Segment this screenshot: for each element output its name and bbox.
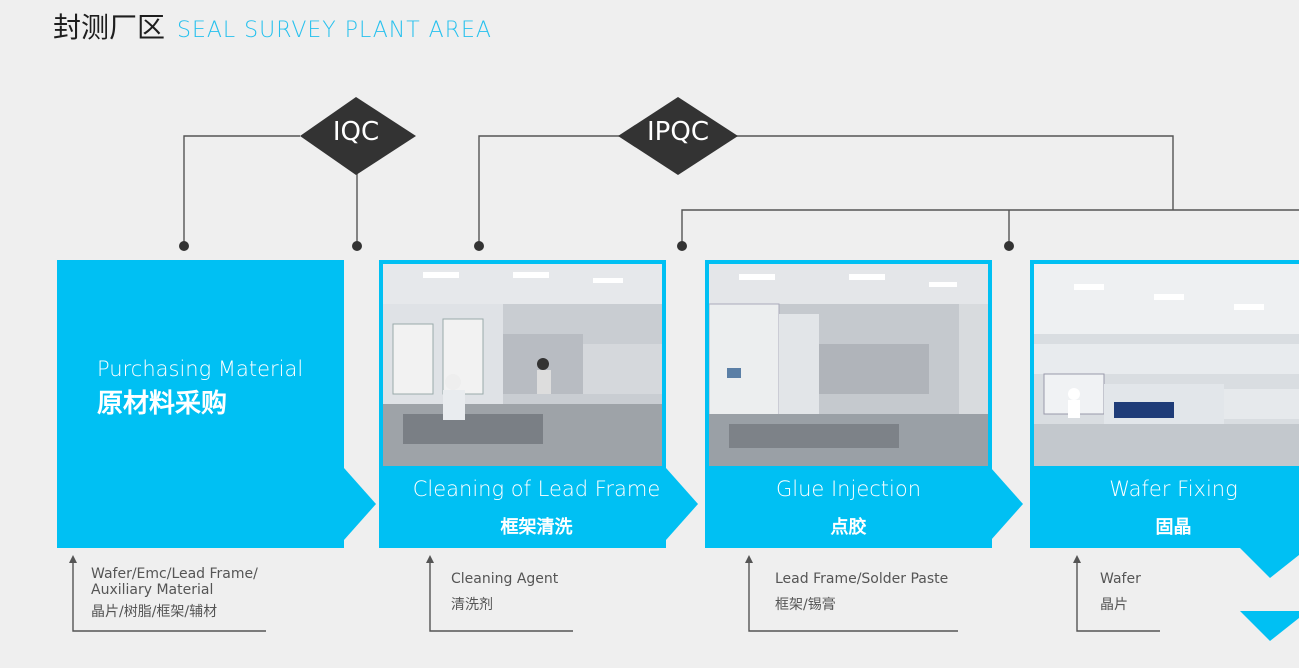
iqc-diamond [300, 97, 416, 175]
step-arrow-down-2 [1240, 611, 1299, 641]
dot-icon [179, 241, 189, 251]
ipqc-line-right [734, 135, 1174, 210]
material-en: Wafer [1100, 571, 1141, 587]
arrow-up-icon [69, 555, 77, 563]
step-arrow-1 [344, 468, 376, 540]
material-en: Auxiliary Material [91, 582, 214, 598]
step-title-en: Cleaning of Lead Frame [412, 477, 661, 501]
ipqc-label: IPQC [647, 117, 709, 147]
dot-icon [1004, 241, 1014, 251]
ipqc-diamond [618, 97, 738, 175]
dot-icon [352, 241, 362, 251]
step-title-cn: 框架清洗 [500, 517, 573, 538]
material-cn: 晶片/树脂/框架/辅材 [91, 604, 218, 620]
iqc-label: IQC [332, 117, 380, 147]
step-arrow-2 [666, 468, 698, 540]
material-en: Cleaning Agent [451, 571, 559, 587]
step-title-cn: 点胶 [830, 517, 867, 538]
title-english: SEAL SURVEY PLANT AREA [177, 18, 492, 43]
step-arrow-3 [991, 468, 1023, 540]
step-card-purchasing [57, 260, 344, 548]
step-title-en: Purchasing Material [97, 357, 304, 381]
material-list-4: Wafer 晶片 [1100, 571, 1141, 613]
ipqc-line-left [478, 135, 622, 245]
page-title: 封测厂区 SEAL SURVEY PLANT AREA [53, 6, 492, 46]
material-en: Wafer/Emc/Lead Frame/ [91, 566, 258, 582]
step-title-en: Glue Injection [775, 477, 922, 501]
material-list-2: Cleaning Agent 清洗剂 [451, 571, 558, 613]
factory-photo [383, 264, 662, 466]
iqc-line-left [183, 135, 300, 245]
factory-photo [1034, 264, 1299, 466]
title-chinese: 封测厂区 [53, 11, 166, 44]
dot-icon [677, 241, 687, 251]
material-cn: 晶片 [1100, 597, 1128, 613]
arrow-up-icon [745, 555, 753, 563]
dot-icon [474, 241, 484, 251]
step-arrow-down [1240, 548, 1299, 578]
factory-photo [709, 264, 988, 466]
material-bracket-2 [429, 560, 573, 632]
step-title-cn: 固晶 [1155, 517, 1192, 538]
arrow-up-icon [426, 555, 434, 563]
spacer [344, 470, 345, 471]
material-list-3: Lead Frame/Solder Paste 框架/锡膏 [775, 571, 948, 613]
material-cn: 清洗剂 [451, 597, 493, 613]
material-bracket-4 [1076, 560, 1160, 632]
ipqc-branch-line [681, 209, 1299, 245]
material-list-1: Wafer/Emc/Lead Frame/ Auxiliary Material… [91, 566, 258, 620]
material-en: Lead Frame/Solder Paste [775, 571, 949, 587]
arrow-up-icon [1073, 555, 1081, 563]
material-bracket-1 [72, 560, 266, 632]
material-cn: 框架/锡膏 [775, 597, 836, 613]
material-bracket-3 [748, 560, 958, 632]
step-label-purchasing: Purchasing Material 原材料采购 [97, 357, 303, 420]
step-title-cn: 原材料采购 [97, 389, 228, 419]
step-title-en: Wafer Fixing [1109, 477, 1238, 501]
